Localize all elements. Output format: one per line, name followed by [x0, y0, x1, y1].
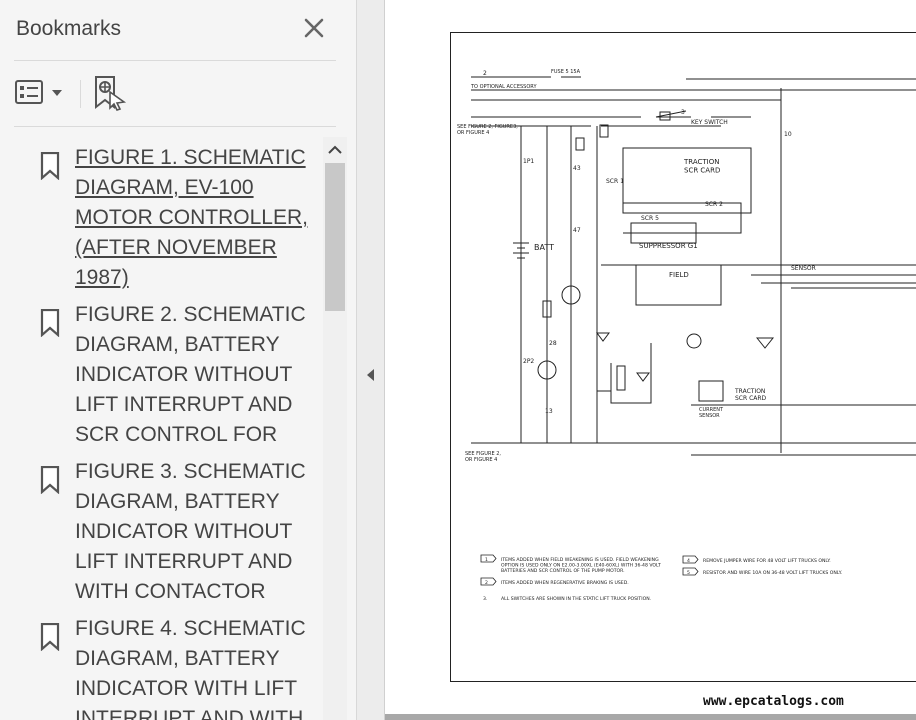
horizontal-scrollbar[interactable]: [385, 714, 916, 720]
close-icon: [304, 18, 324, 38]
chevron-up-icon: [328, 145, 342, 154]
note-number: 4: [687, 558, 690, 564]
schematic-label-wire: 47: [573, 227, 581, 234]
note-text: RESISTOR AND WIRE 10A ON 36-48 VOLT LIFT…: [703, 570, 842, 576]
schematic-label-scr5: SCR 5: [641, 215, 659, 222]
bookmark-label[interactable]: FIGURE 3. SCHEMATIC DIAGRAM, BATTERY IND…: [75, 460, 306, 603]
schematic-label-to-optional: TO OPTIONAL ACCESSORY: [470, 84, 537, 90]
bookmark-icon: [40, 466, 60, 494]
bookmark-icon: [40, 152, 60, 180]
bookmark-add-icon: [95, 76, 127, 111]
schematic-label-field: FIELD: [669, 271, 689, 279]
note-text: REMOVE JUMPER WIRE FOR 48 VOLT LIFT TRUC…: [703, 558, 831, 564]
schematic-label-wire: 43: [573, 165, 581, 172]
bookmarks-panel: Bookmarks FIGURE 1. SCHEMATIC DIAGRAM, E…: [0, 0, 356, 720]
bookmark-label[interactable]: FIGURE 1. SCHEMATIC DIAGRAM, EV-100 MOTO…: [75, 146, 308, 289]
schematic-label-wire: 28: [549, 340, 557, 347]
schematic-label-wire: 1P1: [523, 158, 534, 165]
note-number: 3.: [483, 596, 487, 602]
bookmark-label[interactable]: FIGURE 4. SCHEMATIC DIAGRAM, BATTERY IND…: [75, 617, 306, 720]
note-text: ITEMS ADDED WHEN FIELD WEAKENING IS USED…: [501, 557, 661, 574]
schematic-label-suppressor: SUPPRESSOR G1: [639, 242, 698, 250]
note-number: 5: [687, 570, 690, 576]
close-panel-button[interactable]: [300, 14, 328, 42]
note-text: ITEMS ADDED WHEN REGENERATIVE BRAKING IS…: [501, 580, 629, 586]
bookmark-scrollbar[interactable]: [323, 137, 347, 720]
schematic-label-fuse: FUSE 5 15A: [551, 69, 581, 75]
divider: [14, 60, 336, 61]
bookmark-options-button[interactable]: [14, 78, 66, 113]
panel-title: Bookmarks: [16, 17, 122, 40]
divider: [14, 126, 336, 127]
schematic-label-see-figure: SEE FIGURE 2, FIGURE3,OR FIGURE 4: [457, 124, 518, 136]
bookmark-icon: [40, 623, 60, 651]
schematic-label-sensor: SENSOR: [791, 265, 816, 272]
note-text: ALL SWITCHES ARE SHOWN IN THE STATIC LIF…: [501, 596, 651, 602]
schematic-label-wire: 2P2: [523, 358, 534, 365]
schematic-label-scr2: SCR 2: [705, 201, 723, 208]
schematic-label-wire: 2: [483, 70, 487, 77]
schematic-label-wire: 3: [681, 109, 685, 116]
note-number: 1: [485, 557, 488, 563]
schematic-label-key-switch: KEY SWITCH: [691, 119, 728, 126]
list-options-icon: [15, 80, 62, 104]
scrollbar-thumb[interactable]: [325, 163, 345, 311]
toolbar-separator: [80, 80, 81, 108]
bookmark-icon: [40, 309, 60, 337]
schematic-label-wire: 10: [784, 131, 792, 138]
panel-collapse-handle[interactable]: [356, 0, 385, 720]
schematic-label-scr1: SCR 1: [606, 178, 624, 185]
note-number: 2: [485, 580, 488, 586]
watermark-text: www.epcatalogs.com: [703, 694, 844, 709]
triangle-left-icon: [367, 369, 374, 381]
schematic-label-batt: BATT: [534, 243, 554, 252]
bookmark-list: FIGURE 1. SCHEMATIC DIAGRAM, EV-100 MOTO…: [14, 137, 322, 720]
add-bookmark-button[interactable]: [92, 74, 128, 117]
schematic-label-wire: 13: [545, 408, 553, 415]
bookmark-label[interactable]: FIGURE 2. SCHEMATIC DIAGRAM, BATTERY IND…: [75, 303, 306, 446]
schematic-label-see-figure: SEE FIGURE 2,OR FIGURE 4: [465, 451, 501, 463]
